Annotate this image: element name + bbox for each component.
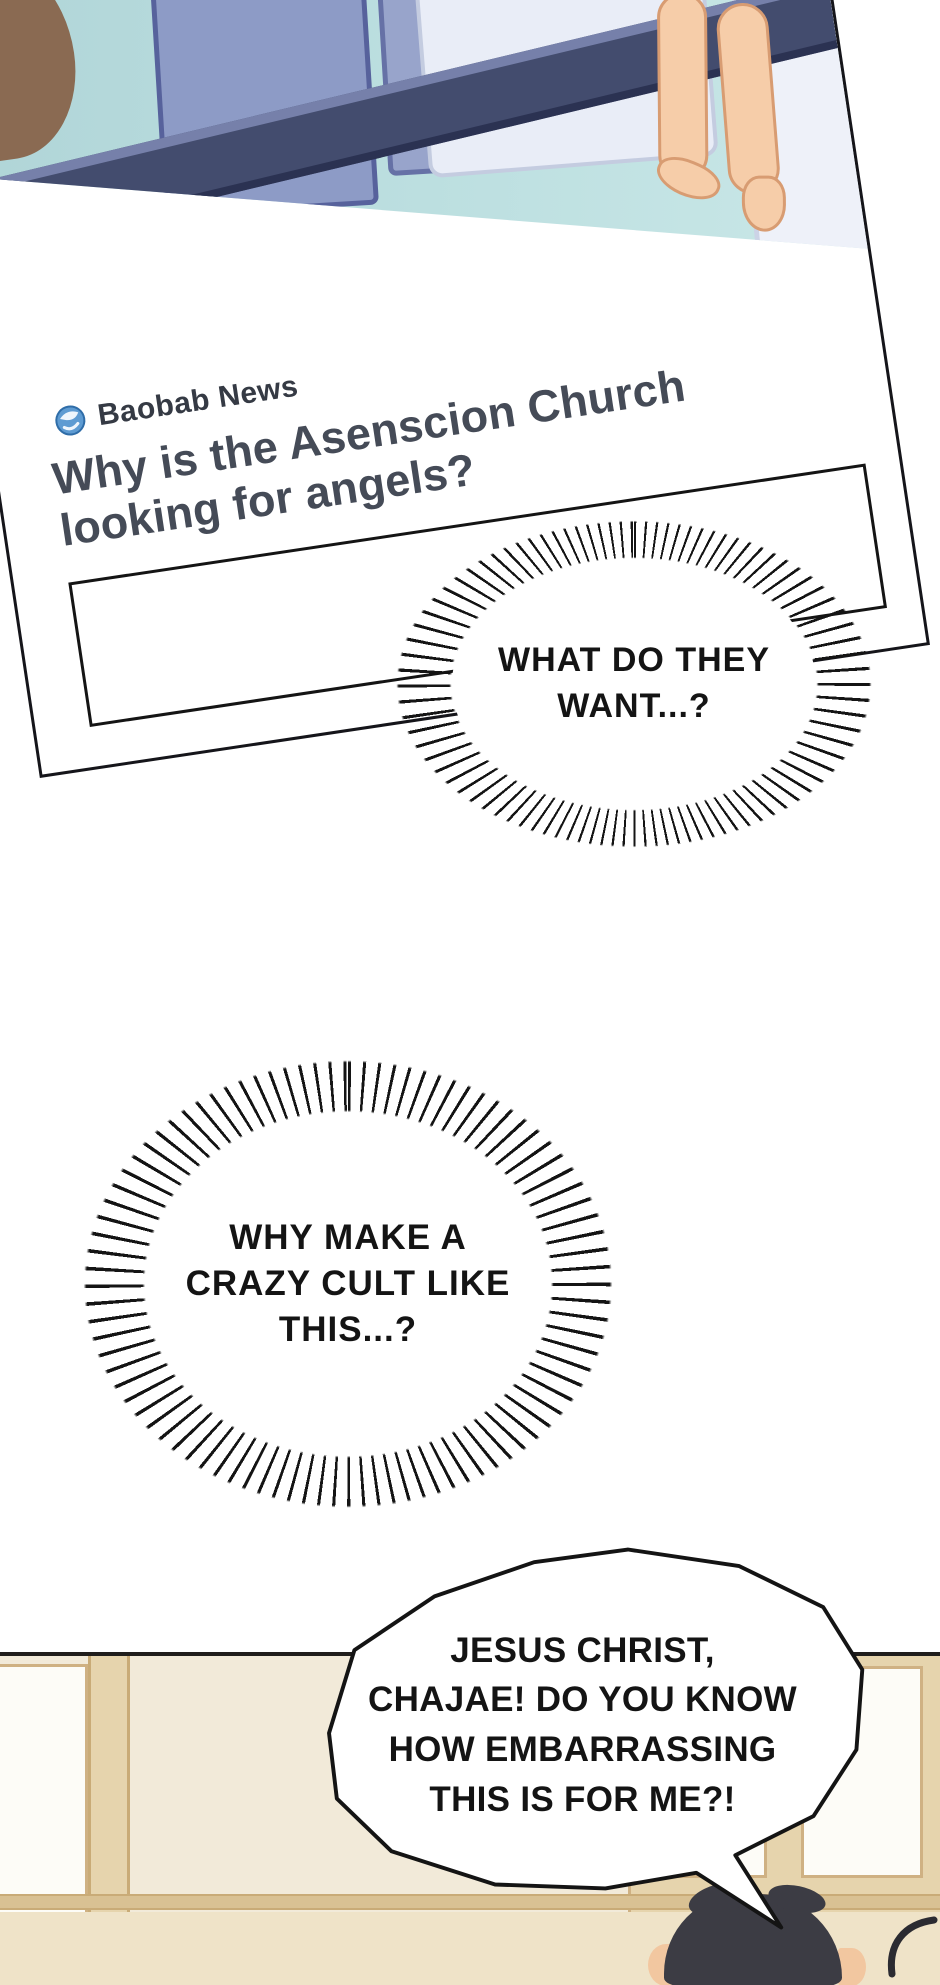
dangling-leg-left (657, 0, 709, 181)
burst-bubble-2: WHY MAKE A CRAZY CULT LIKE THIS...? (81, 1058, 615, 1510)
burst-core-1: WHAT DO THEY WANT...? (451, 558, 817, 810)
burst-bubble-1: WHAT DO THEY WANT...? (394, 519, 874, 849)
foot-right (742, 175, 786, 231)
news-article-card: Baobab News Why is the Asenscion Church … (0, 0, 931, 779)
thought-text-1: WHAT DO THEY WANT...? (497, 641, 770, 725)
globe-icon (55, 405, 86, 436)
ear-skin-edge (838, 1948, 866, 1985)
speech-bubble (288, 1528, 874, 1948)
speech-text: JESUS CHRIST, CHAJAE! DO YOU KNOW HOW EM… (368, 1630, 797, 1819)
burst-core-2: WHY MAKE A CRAZY CULT LIKE THIS...? (145, 1112, 551, 1456)
thought-text-2: WHY MAKE A CRAZY CULT LIKE THIS...? (185, 1217, 511, 1350)
hair-blob-shape (0, 0, 88, 170)
speech-bubble-outline (327, 1547, 865, 1930)
motion-swoosh-line (887, 1916, 938, 1978)
news-source-row: Baobab News (51, 278, 878, 444)
